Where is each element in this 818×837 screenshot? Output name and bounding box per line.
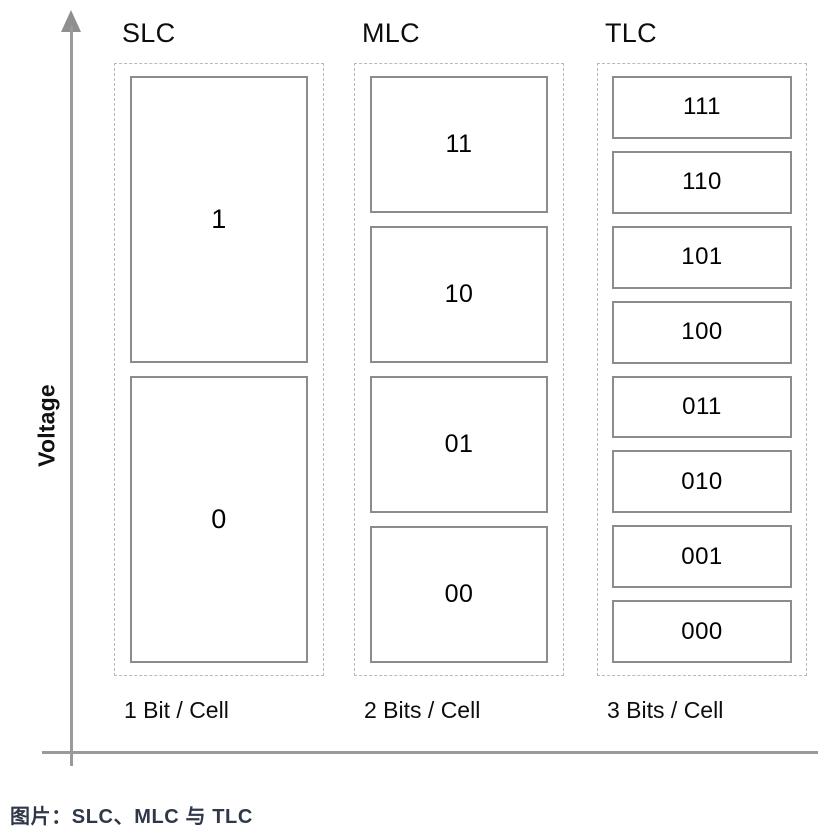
voltage-axis-label: Voltage: [33, 384, 60, 467]
voltage-level-box: 110: [612, 150, 792, 214]
voltage-level-group-slc: 1 0: [114, 63, 324, 676]
voltage-level-box: 011: [612, 375, 792, 439]
voltage-level-box: 100: [612, 300, 792, 364]
voltage-level-group-tlc: 111 110 101 100 011 010 001 000: [597, 63, 807, 676]
voltage-level-box: 00: [370, 526, 548, 663]
voltage-level-group-mlc: 11 10 01 00: [354, 63, 564, 676]
voltage-level-box: 111: [612, 76, 792, 139]
horizontal-axis-line: [42, 751, 818, 754]
voltage-level-box: 10: [370, 226, 548, 363]
voltage-level-box: 1: [130, 76, 308, 363]
voltage-level-box: 11: [370, 76, 548, 213]
voltage-level-box: 000: [612, 600, 792, 663]
column-title-slc: SLC: [122, 18, 176, 48]
voltage-level-box: 01: [370, 376, 548, 513]
voltage-level-box: 101: [612, 225, 792, 289]
column-title-tlc: TLC: [605, 18, 657, 48]
figure-caption: 图片：SLC、MLC 与 TLC: [10, 806, 253, 828]
voltage-level-box: 0: [130, 376, 308, 663]
voltage-axis-arrow-icon: [61, 10, 81, 32]
column-footer-tlc: 3 Bits / Cell: [607, 697, 724, 723]
column-footer-slc: 1 Bit / Cell: [124, 697, 229, 723]
voltage-axis-line: [70, 26, 73, 766]
voltage-level-box: 001: [612, 525, 792, 589]
column-title-mlc: MLC: [362, 18, 420, 48]
column-footer-mlc: 2 Bits / Cell: [364, 697, 481, 723]
voltage-level-box: 010: [612, 450, 792, 514]
